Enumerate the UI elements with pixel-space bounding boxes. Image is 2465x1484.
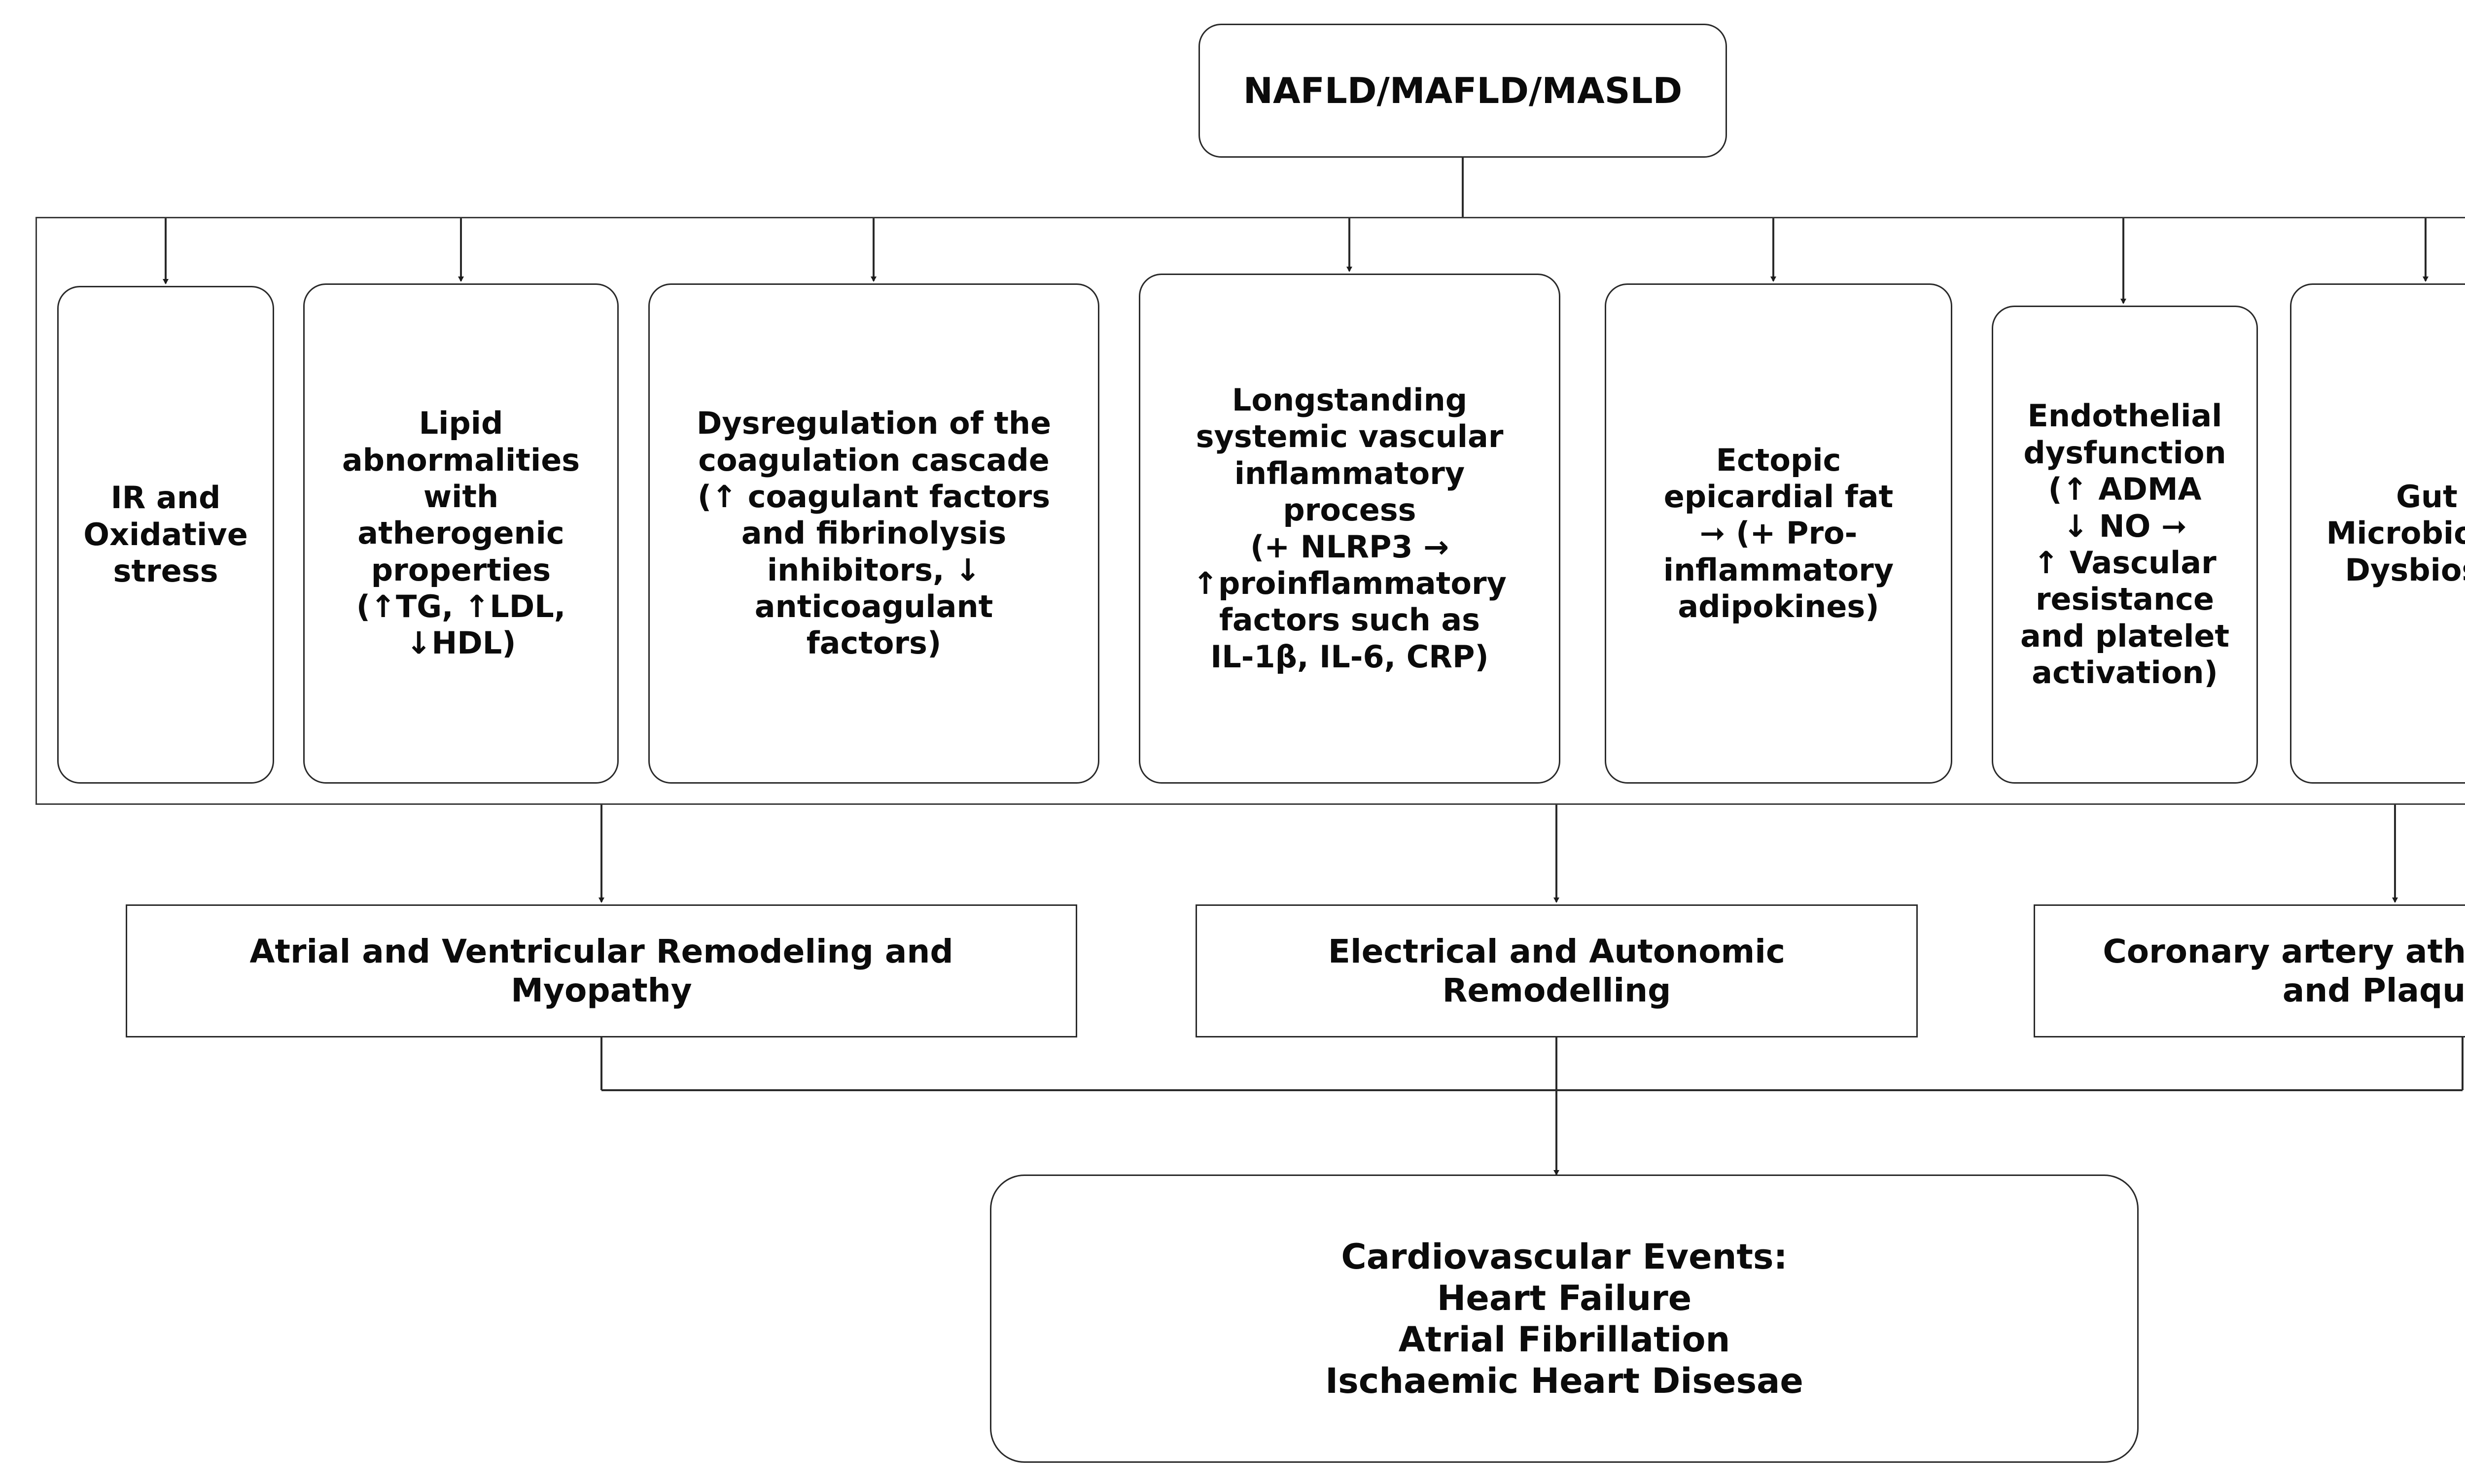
node-electrical-autonomic-remodelling-label: Electrical and Autonomic Remodelling xyxy=(1328,932,1786,1009)
node-systemic-inflammation-label: Longstanding systemic vascular inflammat… xyxy=(1193,381,1507,675)
node-endothelial-dysfunction[interactable]: Endothelial dysfunction (↑ ADMA ↓ NO ➞ ↑… xyxy=(1992,306,2258,784)
mechanism-group-frame xyxy=(35,217,2465,805)
node-gut-microbiome-dysbiosis[interactable]: Gut Microbiome Dysbiosis xyxy=(2290,283,2465,784)
node-coagulation-dysregulation-label: Dysregulation of the coagulation cascade… xyxy=(696,405,1052,661)
node-endothelial-dysfunction-label: Endothelial dysfunction (↑ ADMA ↓ NO ➞ ↑… xyxy=(2020,398,2230,691)
node-nafld-mafld-masld-label: NAFLD/MAFLD/MASLD xyxy=(1243,69,1683,111)
node-nafld-mafld-masld[interactable]: NAFLD/MAFLD/MASLD xyxy=(1198,24,1727,158)
node-gut-microbiome-dysbiosis-label: Gut Microbiome Dysbiosis xyxy=(2326,478,2465,588)
node-coronary-atherosclerosis-label: Coronary artery atherosclerosis and Plaq… xyxy=(2103,932,2465,1009)
node-ectopic-epicardial-fat[interactable]: Ectopic epicardial fat ➞ (+ Pro- inflamm… xyxy=(1605,283,1952,784)
node-electrical-autonomic-remodelling[interactable]: Electrical and Autonomic Remodelling xyxy=(1196,904,1918,1037)
node-ectopic-epicardial-fat-label: Ectopic epicardial fat ➞ (+ Pro- inflamm… xyxy=(1663,442,1894,625)
node-ir-oxidative-stress-label: IR and Oxidative stress xyxy=(83,480,248,589)
node-atrial-ventricular-remodeling-label: Atrial and Ventricular Remodeling and My… xyxy=(249,932,953,1009)
node-lipid-abnormalities-label: Lipid abnormalities with atherogenic pro… xyxy=(342,405,580,661)
node-atrial-ventricular-remodeling[interactable]: Atrial and Ventricular Remodeling and My… xyxy=(126,904,1077,1037)
node-coagulation-dysregulation[interactable]: Dysregulation of the coagulation cascade… xyxy=(648,283,1099,784)
node-cardiovascular-events[interactable]: Cardiovascular Events: Heart Failure Atr… xyxy=(990,1174,2139,1463)
node-systemic-inflammation[interactable]: Longstanding systemic vascular inflammat… xyxy=(1139,274,1560,784)
node-ir-oxidative-stress[interactable]: IR and Oxidative stress xyxy=(57,286,274,784)
node-cardiovascular-events-label: Cardiovascular Events: Heart Failure Atr… xyxy=(1325,1236,1803,1401)
node-coronary-atherosclerosis[interactable]: Coronary artery atherosclerosis and Plaq… xyxy=(2034,904,2465,1037)
node-lipid-abnormalities[interactable]: Lipid abnormalities with atherogenic pro… xyxy=(303,283,619,784)
